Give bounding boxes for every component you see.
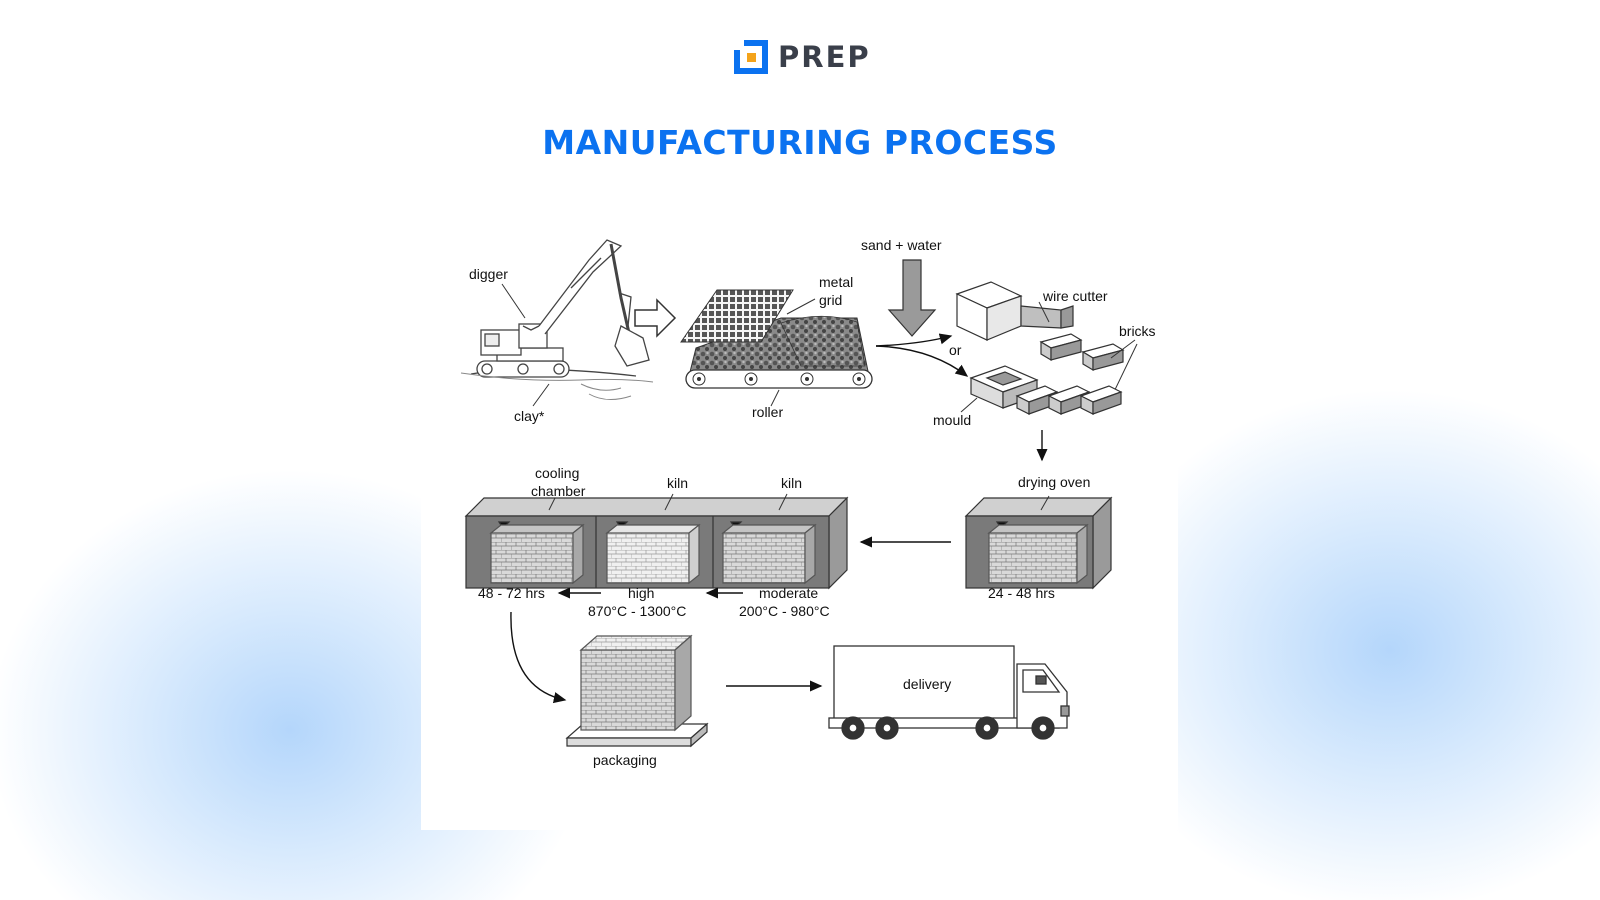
page-title: MANUFACTURING PROCESS (542, 123, 1058, 162)
wire-cutter-illustration (955, 281, 1125, 372)
label-cooling-time: 48 - 72 hrs (478, 585, 545, 601)
label-drying-time: 24 - 48 hrs (988, 585, 1055, 601)
label-cooling-chamber-1: cooling (535, 465, 579, 481)
label-or: or (949, 342, 962, 358)
label-mould: mould (933, 412, 971, 428)
label-kiln-high: kiln (667, 475, 688, 491)
label-packaging: packaging (593, 752, 657, 768)
conveyor-illustration (680, 289, 873, 389)
label-sand-water: sand + water (861, 237, 942, 253)
label-delivery: delivery (903, 676, 951, 692)
mould-illustration (969, 365, 1123, 415)
drying-oven-illustration (964, 496, 1113, 590)
digger-illustration (470, 239, 650, 378)
label-bricks: bricks (1119, 323, 1156, 339)
label-digger: digger (469, 266, 508, 282)
label-drying-oven: drying oven (1018, 474, 1090, 490)
label-high-1: high (628, 585, 654, 601)
process-diagram-card: digger clay* metal grid roller sand + wa… (421, 198, 1178, 830)
label-roller: roller (752, 404, 783, 420)
packaging-illustration (565, 634, 709, 748)
label-high-2: 870°C - 1300°C (588, 603, 686, 619)
label-moderate-1: moderate (759, 585, 818, 601)
label-metal-grid-1: metal (819, 274, 853, 290)
delivery-truck-illustration (828, 645, 1070, 740)
brand-name: PREP (778, 40, 871, 74)
label-moderate-2: 200°C - 980°C (739, 603, 830, 619)
kiln-tunnel-illustration (464, 496, 849, 590)
label-wire-cutter: wire cutter (1042, 288, 1108, 304)
brand-logo: PREP (732, 38, 871, 76)
label-clay: clay* (514, 408, 545, 424)
hollow-arrow-icon (634, 298, 677, 338)
process-diagram: digger clay* metal grid roller sand + wa… (460, 237, 1156, 768)
sand-water-arrow-icon (887, 259, 937, 337)
label-cooling-chamber-2: chamber (531, 483, 586, 499)
label-kiln-moderate: kiln (781, 475, 802, 491)
prep-logo-icon (734, 40, 768, 74)
label-metal-grid-2: grid (819, 292, 842, 308)
